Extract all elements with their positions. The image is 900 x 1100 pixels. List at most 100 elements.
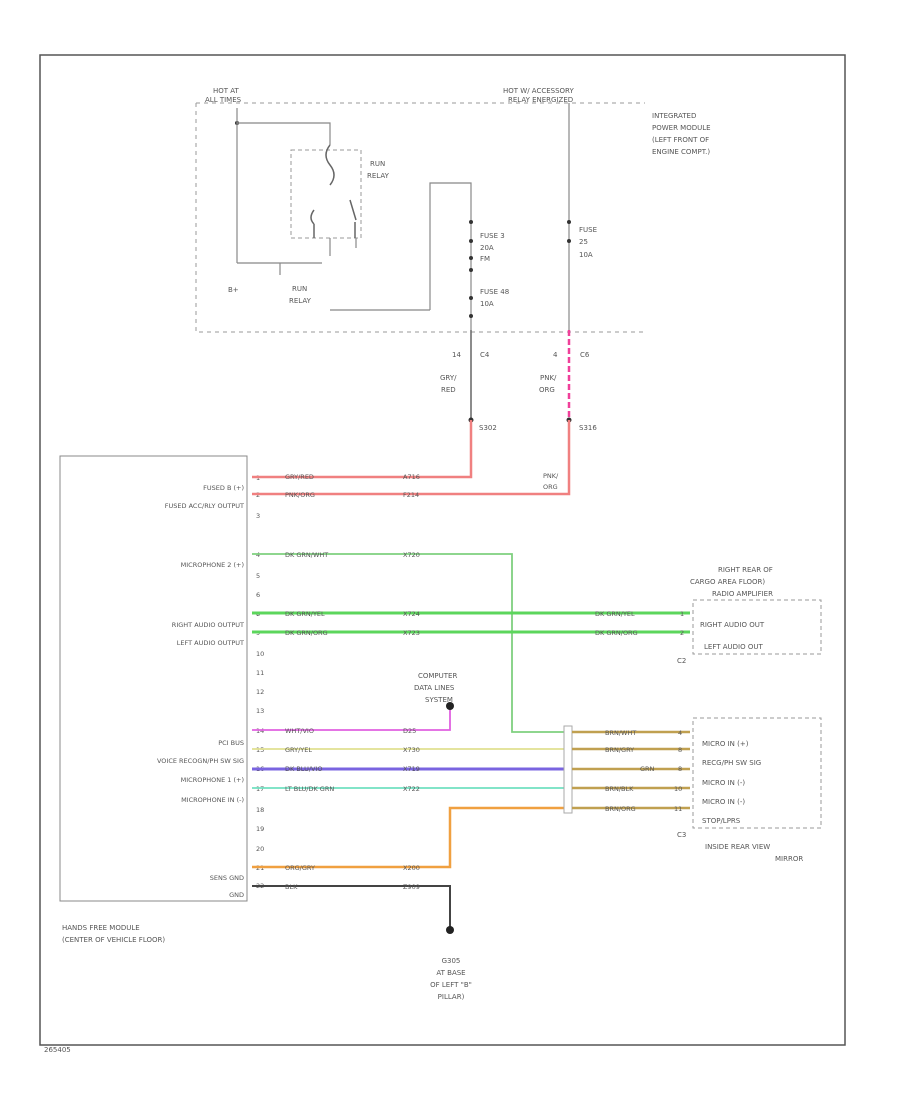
wire-pin4-color: DK GRN/WHT: [285, 551, 328, 559]
splice-left: S302: [479, 424, 497, 432]
wire-pin1-color: GRY/RED: [285, 473, 314, 481]
ipm-label-line4: ENGINE COMPT.): [652, 148, 710, 156]
run-relay-bottom-line2: RELAY: [289, 297, 312, 305]
fuse48-line1: FUSE 48: [480, 288, 509, 296]
c3-wire4-color: BRN/BLK: [605, 785, 634, 793]
wire-pin22-circuit: Z909: [403, 883, 420, 891]
hands-free-module-box: [59, 455, 248, 902]
fuse3-line2: 20A: [480, 244, 494, 252]
b-plus-label: B+: [228, 286, 239, 294]
c2-label: C2: [677, 657, 686, 665]
wire-pin21-circuit: X200: [403, 864, 420, 872]
c3-wire1-pin: 4: [678, 729, 682, 737]
wire-pin14-color: WHT/VIO: [285, 727, 314, 735]
wire-pin8-color: DK GRN/YEL: [285, 610, 325, 618]
power-feed-wires: 14 C4 GRY/ RED S302 4 C6 PNK/ ORG S316: [440, 330, 597, 432]
radio-amplifier-box: [692, 599, 822, 655]
ipm-label-line2: POWER MODULE: [652, 124, 711, 132]
hot-at-all-times-line2: ALL TIMES: [205, 96, 242, 104]
pin-number: 15: [256, 746, 264, 754]
wire-pin14-circuit: D25: [403, 727, 416, 735]
computer-data-line2: DATA LINES: [414, 684, 455, 692]
wire-c2-right-color: DK GRN/YEL: [595, 610, 635, 618]
mirror-connector-c3: BRN/WHT 4 BRN/GRY 8 GRN 8 BRN/BLK 10 BRN…: [563, 725, 690, 814]
wire-pin17-color: LT BLU/DK GRN: [285, 785, 334, 793]
pin-number: 18: [256, 806, 264, 814]
pin-number: 11: [256, 669, 264, 677]
hfm-label-line1: HANDS FREE MODULE: [62, 924, 140, 932]
c3-wire4-pin: 10: [674, 785, 682, 793]
hfm-pins: FUSED B (+) 1 FUSED ACC/RLY OUTPUT 2 3 M…: [157, 474, 264, 899]
fuse25-line3: 10A: [579, 251, 593, 259]
hot-accessory-line2: RELAY ENERGIZED: [508, 96, 573, 104]
wire-c6-line1: PNK/: [540, 374, 557, 382]
splice-right: S316: [579, 424, 597, 432]
hfm-label-line2: (CENTER OF VEHICLE FLOOR): [62, 936, 165, 944]
wire-pin2: [252, 420, 571, 496]
wire-c6-line2: ORG: [539, 386, 555, 394]
wire-pin15-color: GRY/YEL: [285, 746, 312, 754]
wire-pin1-circuit: A716: [403, 473, 420, 481]
wire-c2-left-pin: 2: [680, 629, 684, 637]
run-relay-top-line1: RUN: [370, 160, 385, 168]
c3-wire5-pin: 11: [674, 805, 682, 813]
c3-wire1-color: BRN/WHT: [605, 729, 636, 737]
fuse3-line3: FM: [480, 255, 490, 263]
c3-wire3-color: GRN: [640, 765, 655, 773]
ground-line1: G305: [442, 957, 461, 965]
c3-wire3-pin: 8: [678, 765, 682, 773]
pin-number: 4: [256, 551, 260, 559]
pin-label: PCI BUS: [218, 739, 244, 747]
pin-label: GND: [229, 891, 244, 899]
mirror-line2: RECG/PH SW SIG: [702, 759, 761, 767]
wire-pin4: [252, 553, 572, 733]
wire-pin8-circuit: X724: [403, 610, 420, 618]
c3-wire2-pin: 8: [678, 746, 682, 754]
mirror-line4: MICRO IN (-): [702, 798, 745, 806]
wire-pin14: [252, 708, 451, 731]
hot-accessory-line1: HOT W/ ACCESSORY: [503, 87, 574, 95]
inside-mirror-line2: MIRROR: [775, 855, 803, 863]
inside-mirror-line1: INSIDE REAR VIEW: [705, 843, 770, 851]
computer-data-line3: SYSTEM: [425, 696, 453, 704]
pin-label: VOICE RECOGN/PH SW SIG: [157, 757, 244, 765]
diagram-id: 265405: [44, 1046, 71, 1054]
wire-pin1: [252, 420, 473, 479]
run-relay-top-line2: RELAY: [367, 172, 390, 180]
integrated-power-module: HOT AT ALL TIMES HOT W/ ACCESSORY RELAY …: [195, 87, 711, 333]
wire-c4-line2: RED: [441, 386, 456, 394]
wire-pin22: [252, 885, 451, 928]
wire-pin15-circuit: X730: [403, 746, 420, 754]
wire-pin17-circuit: X722: [403, 785, 420, 793]
wire-c6-lower-line1: PNK/: [543, 472, 559, 480]
fuse48-line2: 10A: [480, 300, 494, 308]
run-relay-bottom-line1: RUN: [292, 285, 307, 293]
pin-number: 5: [256, 572, 260, 580]
left-audio-out: LEFT AUDIO OUT: [704, 643, 763, 651]
diagram-frame: [39, 54, 846, 1046]
ipm-label-line3: (LEFT FRONT OF: [652, 136, 709, 144]
wire-c2-left-color: DK GRN/ORG: [595, 629, 638, 637]
c3-wire5-color: BRN/ORG: [605, 805, 636, 813]
wire-pin2-circuit: F214: [403, 491, 419, 499]
c6-label: C6: [580, 351, 590, 359]
pin-label: FUSED B (+): [203, 484, 244, 492]
pin-number: 6: [256, 591, 260, 599]
pin-label: MICROPHONE 1 (+): [181, 776, 244, 784]
fuse3-line1: FUSE 3: [480, 232, 505, 240]
wire-pin4-circuit: X720: [403, 551, 420, 559]
wire-pin9-circuit: X723: [403, 629, 420, 637]
wire-pin21: [252, 806, 572, 869]
pin-number: 12: [256, 688, 264, 696]
wire-pin21-color: ORG/GRY: [285, 864, 315, 872]
c4-label: C4: [480, 351, 490, 359]
pin-label: MICROPHONE 2 (+): [181, 561, 244, 569]
pin-number: 3: [256, 512, 260, 520]
mirror-line1: MICRO IN (+): [702, 740, 749, 748]
wire-c2-right-pin: 1: [680, 610, 684, 618]
pin-number: 13: [256, 707, 264, 715]
pin-number: 14: [256, 727, 264, 735]
radio-amp-label: RADIO AMPLIFIER: [712, 590, 773, 598]
right-audio-out: RIGHT AUDIO OUT: [700, 621, 765, 629]
